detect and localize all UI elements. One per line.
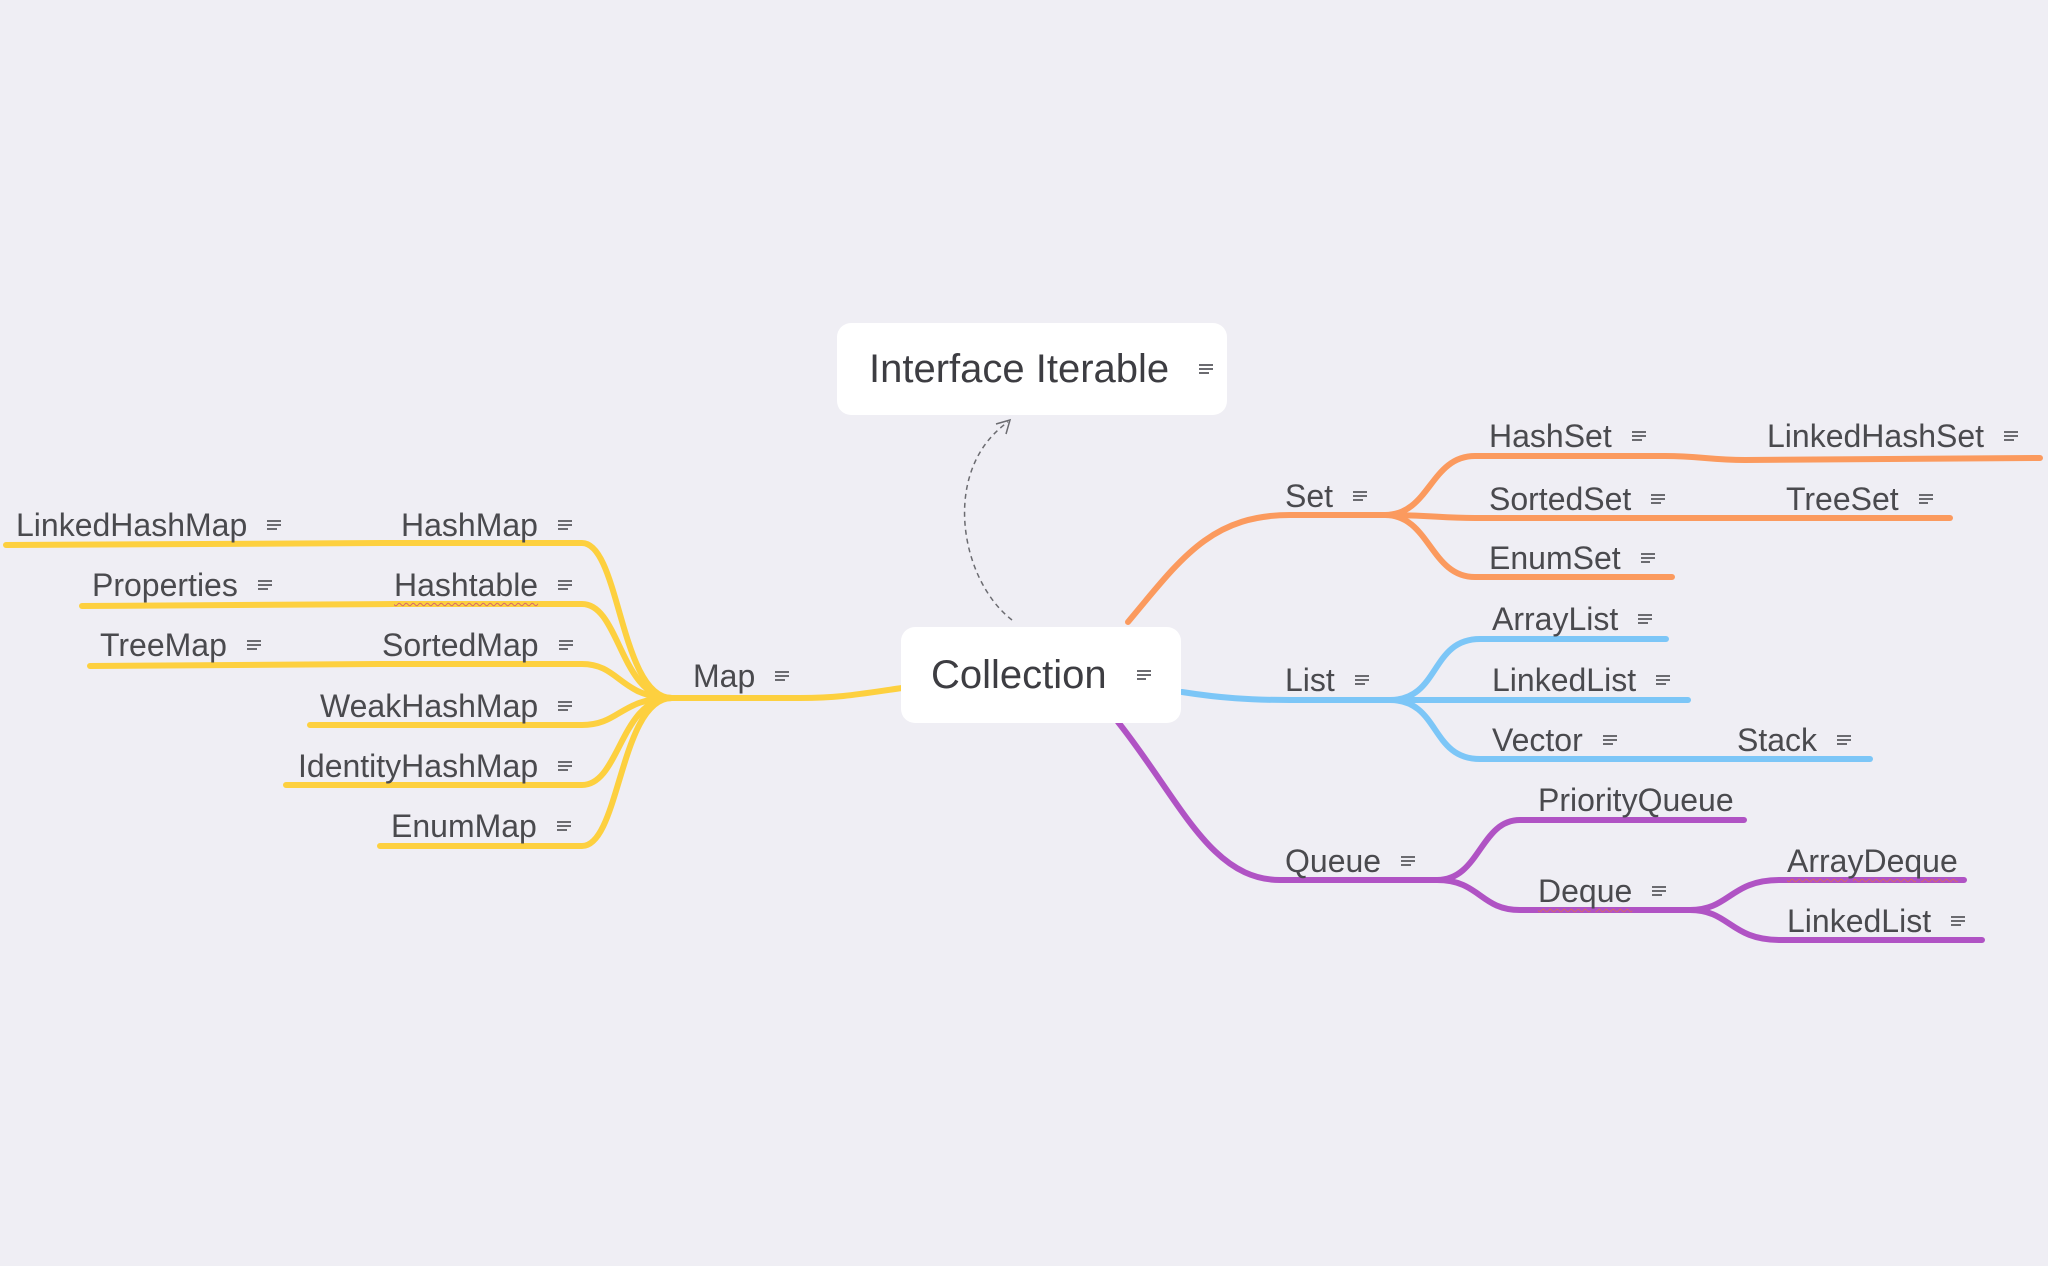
hashtable-topic[interactable]: Hashtable bbox=[394, 567, 573, 603]
note-icon[interactable] bbox=[1837, 733, 1852, 747]
note-icon[interactable] bbox=[1199, 362, 1214, 376]
stack-topic[interactable]: Stack bbox=[1737, 722, 1852, 758]
arraydeque-topic[interactable]: ArrayDeque bbox=[1787, 845, 1958, 877]
linkedlist-topic[interactable]: LinkedList bbox=[1492, 662, 1671, 698]
note-icon[interactable] bbox=[267, 518, 282, 532]
list-branch-lines bbox=[1179, 636, 1873, 762]
weakhashmap-label: WeakHashMap bbox=[320, 688, 539, 724]
vector-topic[interactable]: Vector bbox=[1492, 724, 1617, 756]
arraylist-topic[interactable]: ArrayList bbox=[1492, 601, 1653, 637]
note-icon[interactable] bbox=[556, 819, 571, 833]
collection-label: Collection bbox=[931, 652, 1107, 697]
map-branch-lines bbox=[3, 540, 905, 849]
enumset-label: EnumSet bbox=[1489, 540, 1621, 576]
note-icon[interactable] bbox=[557, 518, 572, 532]
note-icon[interactable] bbox=[1631, 429, 1646, 443]
note-icon[interactable] bbox=[257, 578, 272, 592]
queue-label: Queue bbox=[1285, 843, 1382, 879]
hashset-topic[interactable]: HashSet bbox=[1489, 420, 1646, 452]
sortedmap-label: SortedMap bbox=[382, 627, 539, 663]
enumset-topic[interactable]: EnumSet bbox=[1489, 542, 1655, 574]
stack-label: Stack bbox=[1737, 722, 1818, 758]
note-icon[interactable] bbox=[558, 699, 573, 713]
enummap-label: EnumMap bbox=[391, 808, 537, 844]
hashtable-label: Hashtable bbox=[394, 567, 539, 603]
collection-central-topic[interactable]: Collection bbox=[901, 627, 1181, 723]
note-icon[interactable] bbox=[1136, 668, 1151, 682]
treeset-label: TreeSet bbox=[1786, 481, 1899, 517]
linkedlist-label: LinkedList bbox=[1492, 662, 1637, 698]
hashmap-label: HashMap bbox=[401, 507, 538, 543]
set-label: Set bbox=[1285, 478, 1334, 514]
arraylist-label: ArrayList bbox=[1492, 601, 1619, 637]
deque-label: Deque bbox=[1538, 873, 1633, 909]
relationship-arrow-line bbox=[963, 421, 1013, 621]
priorityqueue-label: PriorityQueue bbox=[1538, 782, 1734, 818]
deque-linkedlist-topic[interactable]: LinkedList bbox=[1787, 903, 1966, 939]
sortedset-label: SortedSet bbox=[1489, 481, 1632, 517]
deque-linkedlist-label: LinkedList bbox=[1787, 903, 1932, 939]
hashset-label: HashSet bbox=[1489, 418, 1612, 454]
deque-topic[interactable]: Deque bbox=[1538, 873, 1667, 909]
list-topic[interactable]: List bbox=[1285, 664, 1369, 696]
note-icon[interactable] bbox=[246, 638, 261, 652]
note-icon[interactable] bbox=[1951, 914, 1966, 928]
list-label: List bbox=[1285, 662, 1335, 698]
linkedhashset-label: LinkedHashSet bbox=[1767, 418, 1985, 454]
note-icon[interactable] bbox=[558, 638, 573, 652]
note-icon[interactable] bbox=[1640, 551, 1655, 565]
identityhashmap-label: IdentityHashMap bbox=[298, 748, 539, 784]
queue-topic[interactable]: Queue bbox=[1285, 843, 1416, 879]
sortedset-topic[interactable]: SortedSet bbox=[1489, 481, 1666, 517]
set-branch-lines bbox=[1125, 453, 2043, 625]
properties-label: Properties bbox=[92, 567, 238, 603]
priorityqueue-topic[interactable]: PriorityQueue bbox=[1538, 784, 1734, 816]
set-topic[interactable]: Set bbox=[1285, 478, 1368, 514]
note-icon[interactable] bbox=[1401, 854, 1416, 868]
note-icon[interactable] bbox=[775, 669, 790, 683]
note-icon[interactable] bbox=[1602, 733, 1617, 747]
hashmap-topic[interactable]: HashMap bbox=[401, 509, 572, 541]
note-icon[interactable] bbox=[1651, 492, 1666, 506]
note-icon[interactable] bbox=[1353, 489, 1368, 503]
linkedhashmap-topic[interactable]: LinkedHashMap bbox=[16, 507, 282, 543]
linkedhashmap-label: LinkedHashMap bbox=[16, 507, 248, 543]
note-icon[interactable] bbox=[1354, 673, 1369, 687]
treeset-topic[interactable]: TreeSet bbox=[1786, 483, 1933, 515]
treemap-topic[interactable]: TreeMap bbox=[100, 629, 261, 661]
note-icon[interactable] bbox=[558, 578, 573, 592]
interface-iterable-label: Interface Iterable bbox=[869, 346, 1170, 391]
note-icon[interactable] bbox=[1918, 492, 1933, 506]
map-label: Map bbox=[693, 658, 756, 694]
queue-branch-lines bbox=[1115, 719, 1985, 943]
sortedmap-topic[interactable]: SortedMap bbox=[382, 629, 573, 661]
vector-label: Vector bbox=[1492, 722, 1583, 758]
note-icon[interactable] bbox=[558, 759, 573, 773]
note-icon[interactable] bbox=[2004, 429, 2019, 443]
treemap-label: TreeMap bbox=[100, 627, 227, 663]
interface-iterable-topic[interactable]: Interface Iterable bbox=[837, 323, 1227, 415]
weakhashmap-topic[interactable]: WeakHashMap bbox=[320, 688, 573, 724]
arraydeque-label: ArrayDeque bbox=[1787, 843, 1958, 879]
note-icon[interactable] bbox=[1652, 884, 1667, 898]
properties-topic[interactable]: Properties bbox=[92, 569, 272, 601]
relationship-arrowhead bbox=[995, 418, 1012, 435]
note-icon[interactable] bbox=[1656, 673, 1671, 687]
identityhashmap-topic[interactable]: IdentityHashMap bbox=[298, 748, 573, 784]
note-icon[interactable] bbox=[1638, 612, 1653, 626]
map-topic[interactable]: Map bbox=[693, 658, 790, 694]
linkedhashset-topic[interactable]: LinkedHashSet bbox=[1767, 418, 2019, 454]
enummap-topic[interactable]: EnumMap bbox=[391, 810, 571, 842]
